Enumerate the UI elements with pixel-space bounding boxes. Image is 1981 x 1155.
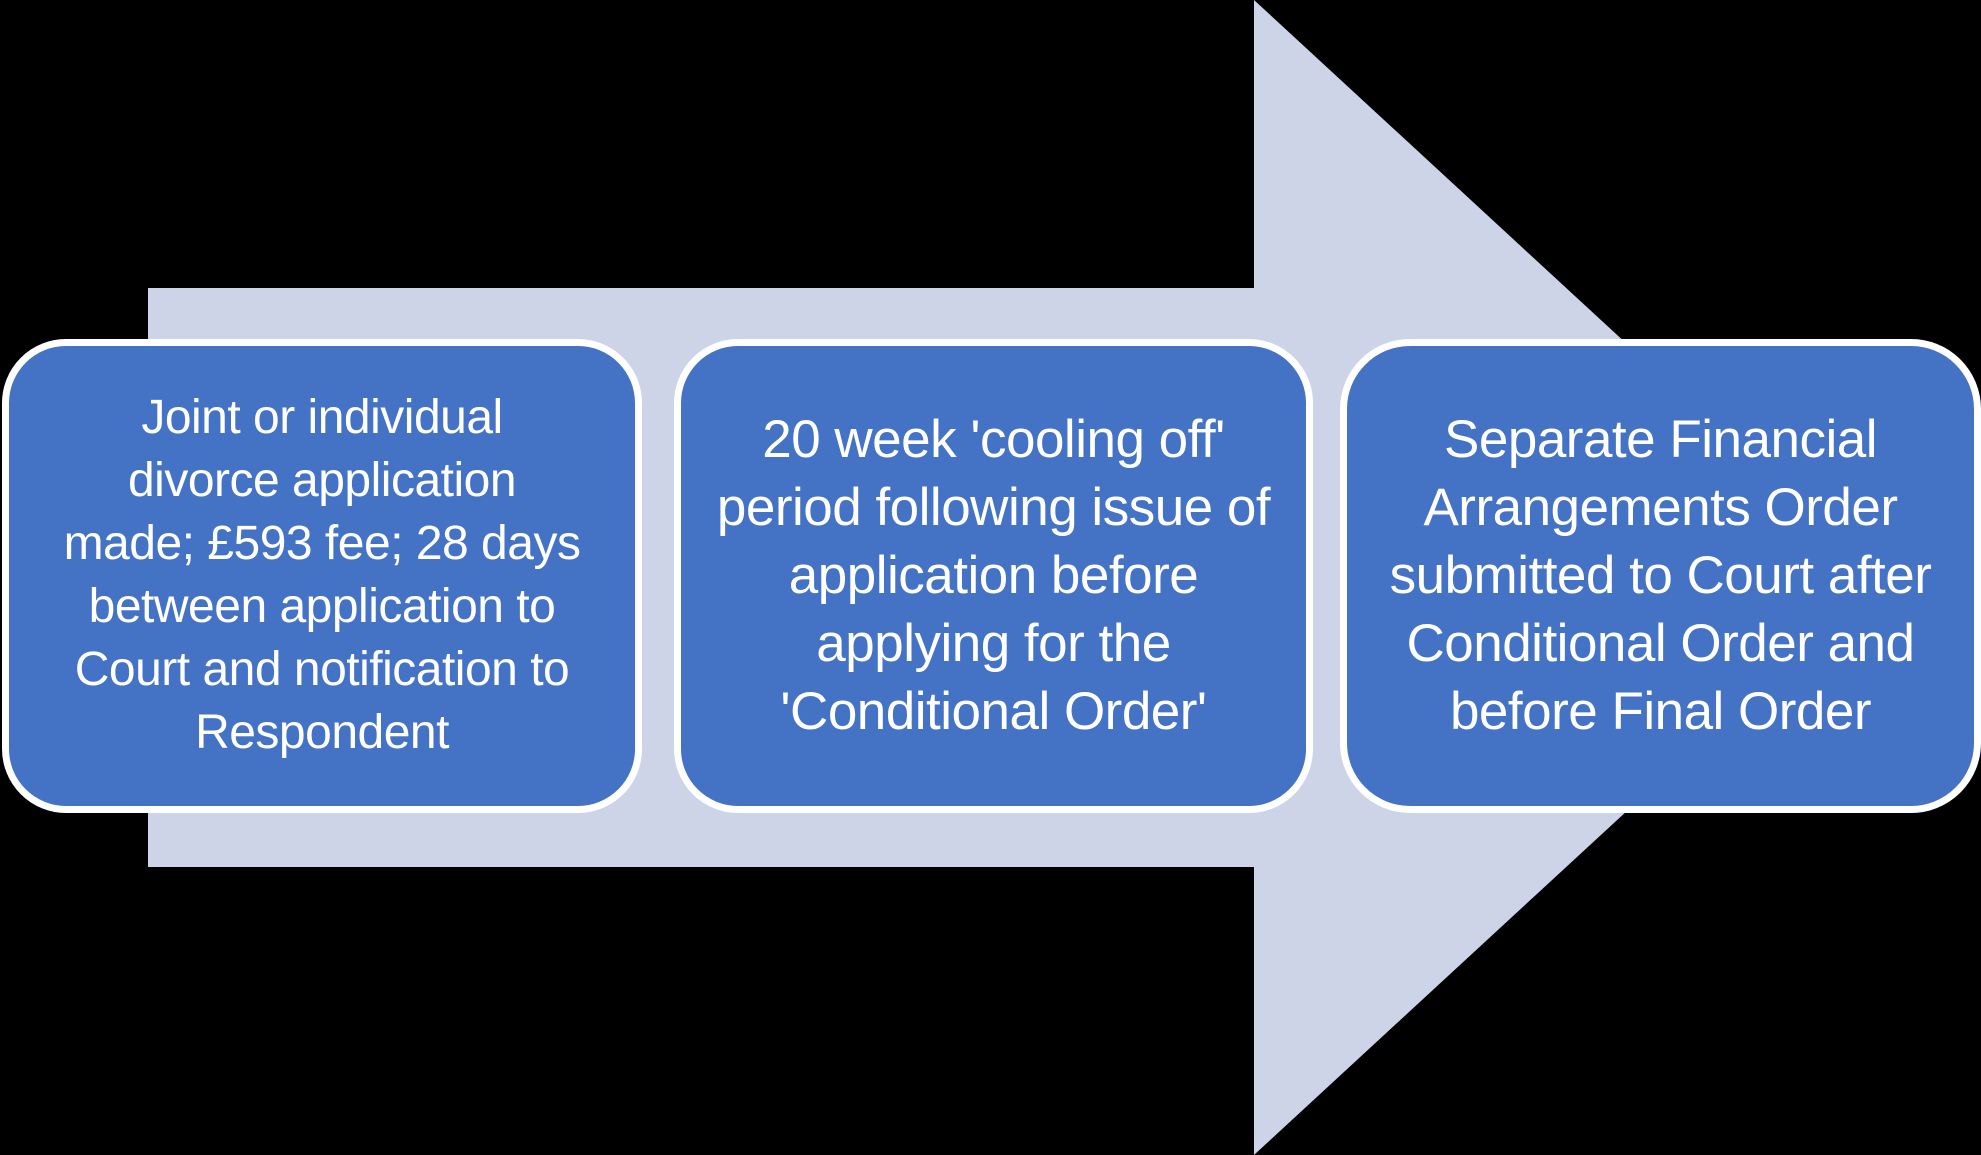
process-step-2: 20 week 'cooling off' period following i… <box>674 339 1313 813</box>
process-step-2-text: 20 week 'cooling off' period following i… <box>716 410 1271 741</box>
process-step-1: Joint or individual divorce application … <box>2 339 642 813</box>
process-step-1-text: Joint or individual divorce application … <box>63 391 581 759</box>
process-step-3: Separate Financial Arrangements Order su… <box>1340 339 1981 813</box>
process-step-3-text: Separate Financial Arrangements Order su… <box>1389 410 1932 741</box>
